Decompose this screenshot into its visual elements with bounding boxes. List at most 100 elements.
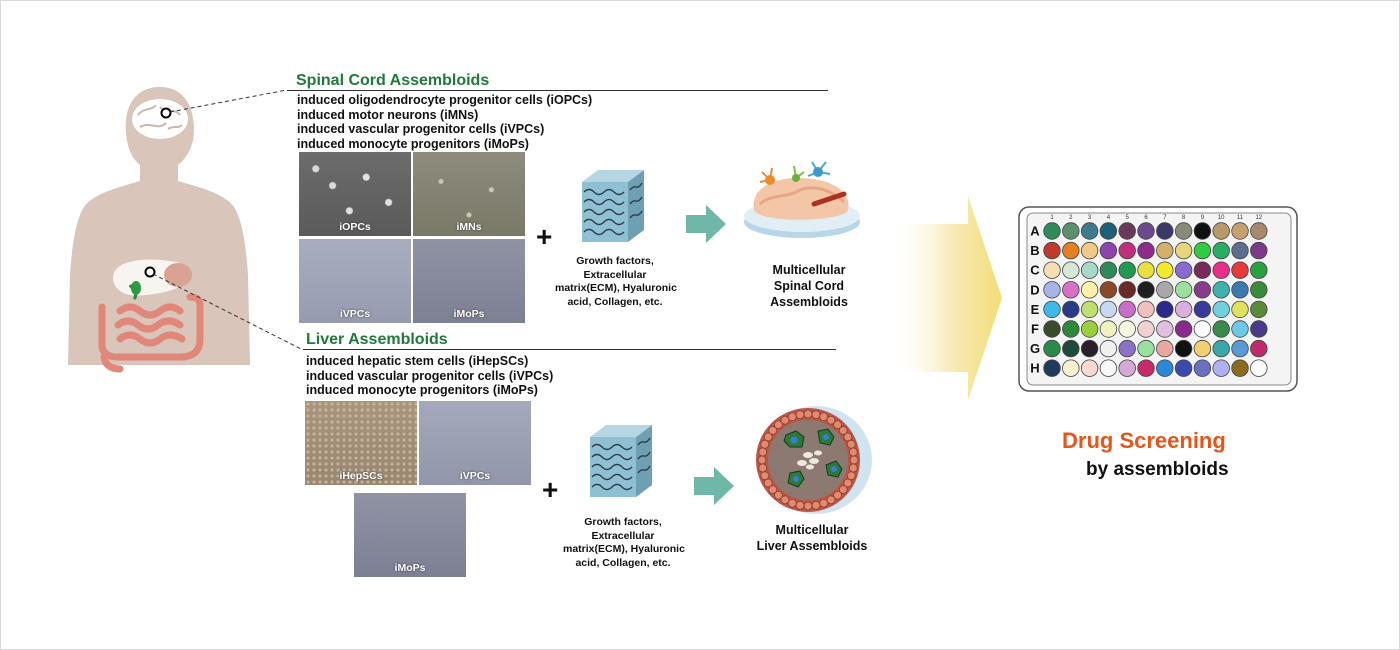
plate-well: [1193, 261, 1212, 279]
spinal-section-rule: [287, 90, 828, 91]
plate-well: [1137, 222, 1155, 240]
plate-well: [1212, 261, 1230, 279]
liver-factors-text: Growth factors, Extracellular matrix(ECM…: [563, 516, 685, 570]
spinal-cell-item: induced monocyte progenitors (iMoPs): [297, 136, 529, 151]
plate-col-label: 7: [1163, 215, 1167, 221]
liver-cell-dot: [763, 432, 773, 442]
micrograph-imops-liver: iMoPs: [354, 493, 466, 577]
plate-row-label: E: [1031, 302, 1040, 317]
plate-col-label: 11: [1237, 215, 1244, 221]
plate-well: [1231, 300, 1249, 319]
plate-well: [1212, 241, 1230, 260]
result-line: Liver Assembloids: [756, 539, 868, 553]
plate-well: [1137, 300, 1155, 319]
liver-cell-dot: [811, 410, 821, 420]
plate-well: [1212, 300, 1230, 319]
factor-line: Growth factors,: [584, 516, 662, 528]
process-arrow-icon: [686, 205, 726, 243]
liver-cell-dot: [795, 500, 805, 510]
plate-well: [1062, 222, 1080, 240]
micrograph-iopcs: iOPCs: [299, 152, 411, 236]
liver-cell-dot: [760, 471, 770, 481]
spinal-cell-item: induced oligodendrocyte progenitor cells…: [297, 93, 593, 107]
plate-well: [1156, 339, 1174, 358]
plate-col-label: 1: [1050, 215, 1054, 221]
plate-well: [1212, 339, 1230, 358]
result-line: Assembloids: [770, 295, 848, 309]
plate-well: [1174, 281, 1193, 299]
plate-well: [1080, 339, 1099, 358]
plate-well: [1118, 281, 1136, 299]
micrograph-label: iOPCs: [339, 221, 371, 233]
micrograph-ihepscs: iHepSCs: [305, 401, 417, 485]
liver-cell-dot: [758, 463, 768, 473]
factor-line: acid, Collagen, etc.: [575, 556, 671, 569]
liver-cell-dot: [758, 447, 768, 457]
plate-well: [1193, 339, 1212, 358]
ecm-cube-icon: [582, 170, 644, 242]
liver-cell-dot: [787, 498, 797, 508]
plate-well: [1250, 320, 1268, 338]
plate-well: [1137, 261, 1155, 279]
plate-well: [1250, 222, 1268, 240]
liver-cell-dot: [833, 420, 842, 430]
plate-well: [1193, 359, 1212, 377]
liver-cell-dot: [846, 439, 856, 449]
process-arrow-icon: [694, 467, 734, 505]
liver-cell-dot: [768, 485, 778, 494]
plate-col-label: 4: [1107, 215, 1111, 221]
plate-well: [1231, 241, 1249, 260]
plate-well: [1118, 339, 1136, 358]
plate-col-label: 8: [1182, 215, 1186, 221]
plate-well: [1212, 281, 1230, 299]
plate-well: [1043, 281, 1061, 299]
plate-well: [1062, 241, 1080, 260]
plate-well: [1174, 261, 1193, 279]
plate-well: [1174, 300, 1193, 319]
liver-result-label: Multicellular Liver Assembloids: [742, 522, 882, 554]
plate-row-label: H: [1030, 361, 1039, 376]
liver-cell-dot: [846, 471, 856, 481]
plate-well: [1062, 261, 1080, 279]
plate-well: [1043, 320, 1061, 338]
plate-well: [1080, 241, 1099, 260]
plate-well: [1062, 320, 1080, 338]
plate-well: [1156, 359, 1174, 377]
plate-well: [1099, 300, 1118, 319]
liver-cell-dot: [780, 415, 790, 425]
spinal-result-label: Multicellular Spinal Cord Assembloids: [750, 262, 868, 310]
plate-well: [1043, 261, 1061, 279]
plate-well: [1099, 320, 1118, 338]
plate-well: [1118, 320, 1136, 338]
plate-well: [1099, 261, 1118, 279]
micrograph-label: iMoPs: [453, 308, 485, 320]
plate-well: [1118, 300, 1136, 319]
plate-well: [1250, 359, 1268, 377]
liver-cell-dot: [803, 409, 813, 419]
plate-well: [1250, 300, 1268, 319]
liver-cell-dot: [757, 455, 767, 465]
plate-well: [1231, 281, 1249, 299]
factor-line: matrix(ECM), Hyaluronic: [555, 282, 677, 294]
micrograph-label: iMoPs: [394, 562, 426, 574]
liver-cell-dot: [774, 420, 783, 430]
plate-well: [1250, 241, 1268, 260]
liver-cell-dot: [768, 426, 778, 435]
micrograph-ivpcs: iVPCs: [299, 239, 411, 323]
plate-well: [1156, 241, 1174, 260]
factor-line: acid, Collagen, etc.: [567, 295, 663, 308]
drug-screening-subtitle: by assembloids: [1086, 459, 1229, 480]
liver-cell-item: induced hepatic stem cells (iHepSCs): [306, 354, 529, 368]
spinal-assembloid-icon: [744, 161, 860, 238]
ecm-cube-icon: [590, 425, 652, 497]
liver-cell-dot: [811, 500, 821, 510]
plate-row-label: A: [1030, 224, 1040, 239]
liver-cell-dot: [848, 447, 858, 457]
plate-well: [1193, 300, 1212, 319]
plus-sign: +: [536, 221, 553, 252]
liver-cell-dot: [843, 478, 853, 488]
plate-well: [1080, 300, 1099, 319]
plate-well: [1156, 320, 1174, 338]
